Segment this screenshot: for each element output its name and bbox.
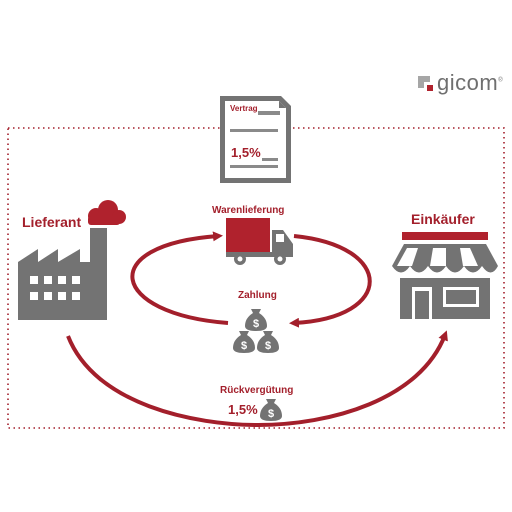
rebate-arrow: [66, 330, 448, 428]
delivery-arrow-left: [130, 231, 229, 325]
money-bags-icon: $ $ $: [233, 309, 279, 353]
gicom-logo-mark: [418, 76, 433, 91]
svg-text:$: $: [241, 340, 247, 352]
contract-title: Vertrag: [230, 104, 258, 113]
rebate-label: Rückvergütung: [220, 385, 294, 396]
contract-value: 1,5%: [231, 145, 261, 160]
shop-icon: [392, 232, 498, 319]
factory-icon: [18, 228, 107, 320]
truck-icon: [226, 218, 293, 265]
buyer-label: Einkäufer: [411, 211, 475, 227]
svg-text:$: $: [268, 408, 274, 420]
svg-text:$: $: [253, 318, 259, 330]
svg-text:$: $: [265, 340, 271, 352]
supplier-label: Lieferant: [22, 214, 82, 230]
rebate-money-bag-icon: $: [260, 399, 282, 421]
payment-label: Zahlung: [238, 290, 277, 301]
rebate-value: 1,5%: [228, 402, 258, 417]
delivery-label: Warenlieferung: [212, 205, 285, 216]
contract-document-icon: [220, 96, 291, 183]
gicom-logo-text: gicom®: [437, 70, 504, 95]
smoke-cloud-icon: [88, 200, 126, 225]
payment-arrow-right: [289, 234, 372, 328]
dotted-frame: [7, 127, 505, 429]
